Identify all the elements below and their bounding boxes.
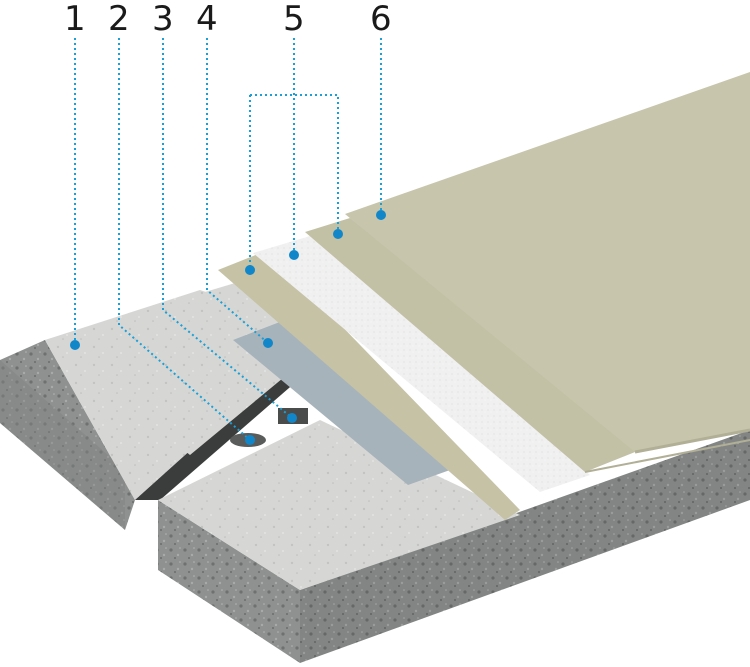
dot-5b <box>289 250 299 260</box>
callout-dots <box>70 210 386 445</box>
dot-5c <box>333 229 343 239</box>
callout-2-label: 2 <box>108 0 130 39</box>
callout-1-label: 1 <box>64 0 86 39</box>
dot-6 <box>376 210 386 220</box>
dot-2 <box>245 435 255 445</box>
leader-lines <box>74 38 382 441</box>
dot-4 <box>263 338 273 348</box>
callout-4-label: 4 <box>196 0 218 39</box>
callout-3-label: 3 <box>152 0 174 39</box>
callout-5-label: 5 <box>283 0 305 39</box>
top-coat <box>345 72 750 452</box>
joint-tape <box>233 320 450 485</box>
membrane-upper <box>305 218 640 472</box>
membrane-lower <box>218 250 520 520</box>
dot-3 <box>287 413 297 423</box>
fleece-layer <box>253 236 590 492</box>
callout-6-label: 6 <box>370 0 392 39</box>
dot-5a <box>245 265 255 275</box>
dot-1 <box>70 340 80 350</box>
